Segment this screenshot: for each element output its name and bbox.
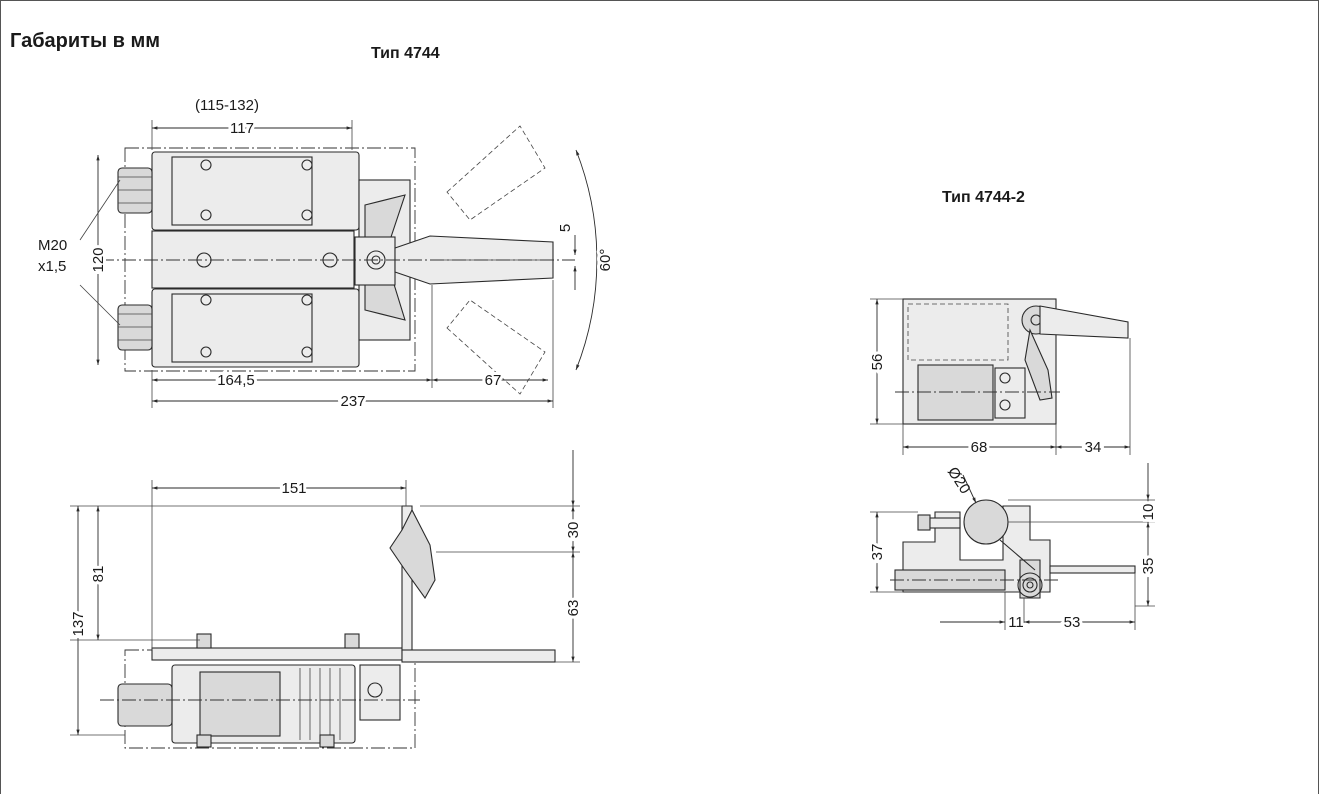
base-plate (151, 230, 355, 289)
dim-67: 67 (485, 372, 502, 389)
4744-2-lever (1039, 305, 1129, 339)
dim-117: 117 (230, 120, 254, 137)
type-4744-2-side-view (870, 463, 1155, 630)
lever-alt-position-up (446, 125, 546, 221)
dim-63: 63 (565, 600, 582, 617)
type-4744-side-view (70, 450, 580, 749)
dim-53: 53 (1064, 614, 1081, 631)
4744-2-side-lever (1049, 565, 1136, 574)
type-4744-heading: Тип 4744 (371, 45, 440, 62)
dim-164-5: 164,5 (217, 372, 255, 389)
dim-81: 81 (90, 566, 107, 583)
dim-137: 137 (70, 611, 87, 636)
roller-lever (389, 508, 436, 600)
dim-30: 30 (565, 522, 582, 539)
dim-37: 37 (869, 544, 886, 561)
dim-151: 151 (281, 480, 306, 497)
dim-237: 237 (340, 393, 365, 410)
dim-35: 35 (1140, 558, 1157, 575)
side-lever (401, 649, 556, 663)
side-base-plate (151, 647, 403, 661)
dim-11: 11 (1008, 614, 1024, 631)
page-title: Габариты в мм (10, 30, 161, 52)
lever-alt-position-down (446, 299, 546, 395)
lower-limit-switch (117, 288, 360, 368)
dim-5: 5 (557, 224, 574, 232)
dim-range: (115-132) (195, 97, 259, 114)
thread-label-2: x1,5 (38, 258, 66, 275)
dim-34: 34 (1085, 439, 1102, 456)
type-4744-2-heading: Тип 4744-2 (942, 189, 1025, 206)
dim-120: 120 (90, 247, 107, 272)
dim-angle-60: 60° (597, 249, 614, 272)
dim-10: 10 (1140, 504, 1157, 521)
thread-label-1: M20 (38, 237, 67, 254)
dim-dia-20: Ø20 (944, 464, 974, 497)
4744-2-roller (963, 499, 1009, 545)
dim-56: 56 (869, 354, 886, 371)
upper-limit-switch (117, 151, 360, 231)
type-4744-2-top-view (870, 298, 1131, 455)
type-4744-top-view (79, 120, 598, 408)
dim-68: 68 (971, 439, 988, 456)
